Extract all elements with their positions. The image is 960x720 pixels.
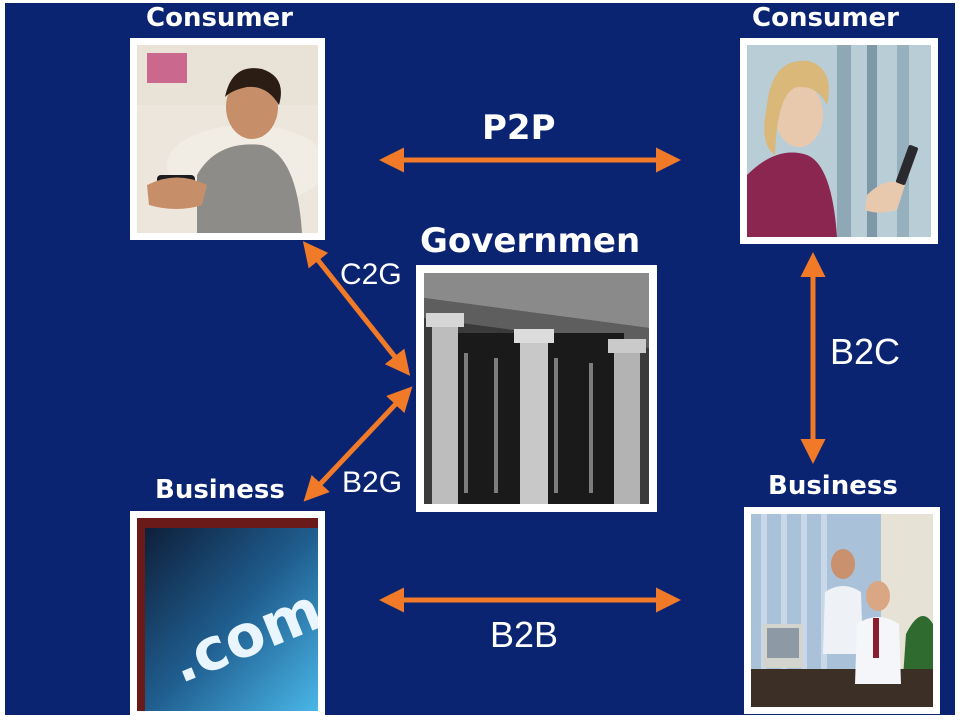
- photo-consumer-left-image: [137, 45, 318, 233]
- photo-business-right-image: [751, 514, 933, 707]
- photo-business-left: .com: [130, 511, 325, 718]
- photo-consumer-right: [740, 38, 938, 244]
- photo-business-left-image: .com: [137, 518, 318, 711]
- photo-business-right: [744, 507, 940, 714]
- photo-government: [416, 265, 657, 512]
- node-label-government: Governmen: [420, 221, 641, 261]
- photo-consumer-right-image: [747, 45, 931, 237]
- node-label-consumer-left: Consumer: [146, 3, 293, 33]
- node-label-business-right: Business: [768, 471, 898, 501]
- photo-government-image: [424, 273, 649, 504]
- edge-label-b2b: B2B: [490, 614, 559, 655]
- arrow-c2g: [302, 241, 411, 376]
- photo-consumer-left: [130, 38, 325, 240]
- node-label-consumer-right: Consumer: [752, 3, 899, 33]
- edge-label-p2p: P2P: [482, 108, 556, 148]
- edge-label-b2c: B2C: [830, 331, 901, 372]
- arrow-b2g: [303, 386, 413, 502]
- node-label-business-left: Business: [155, 475, 285, 505]
